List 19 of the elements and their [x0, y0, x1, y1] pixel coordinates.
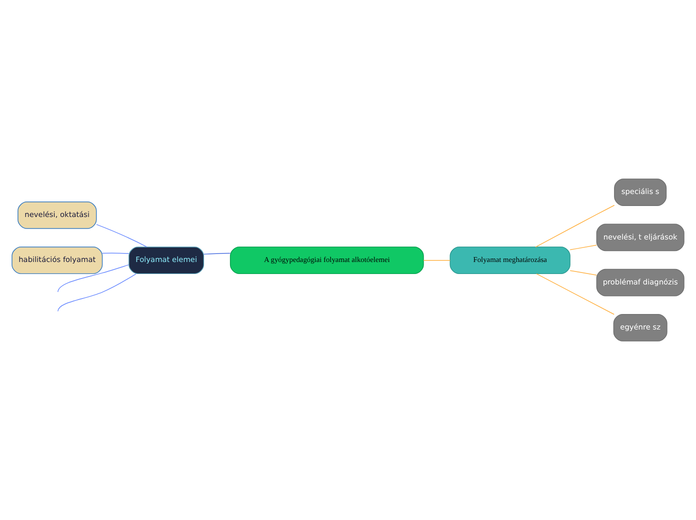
node-box: nevelési, t eljárások [596, 224, 684, 252]
connector [58, 274, 136, 312]
node-box: speciális s [614, 178, 667, 206]
node-box: habilitációs folyamat [12, 246, 103, 274]
node-box: egyénre sz [613, 314, 668, 342]
connector [58, 264, 130, 292]
connector [423, 260, 450, 261]
connector [535, 204, 615, 248]
node-box: Folyamat elemei [128, 246, 204, 274]
connector [570, 244, 597, 250]
node-box: Folyamat meghatározása [450, 246, 570, 274]
node-box: problémaf diagnózis [596, 268, 684, 296]
node-box: nevelési, oktatási [18, 202, 97, 229]
node-box: A gyógypedagógiai folyamat alkotóelemei [230, 246, 424, 274]
connector [102, 252, 130, 254]
connector [96, 224, 148, 248]
connector [536, 273, 614, 315]
connector [570, 270, 597, 276]
connector [203, 252, 231, 255]
